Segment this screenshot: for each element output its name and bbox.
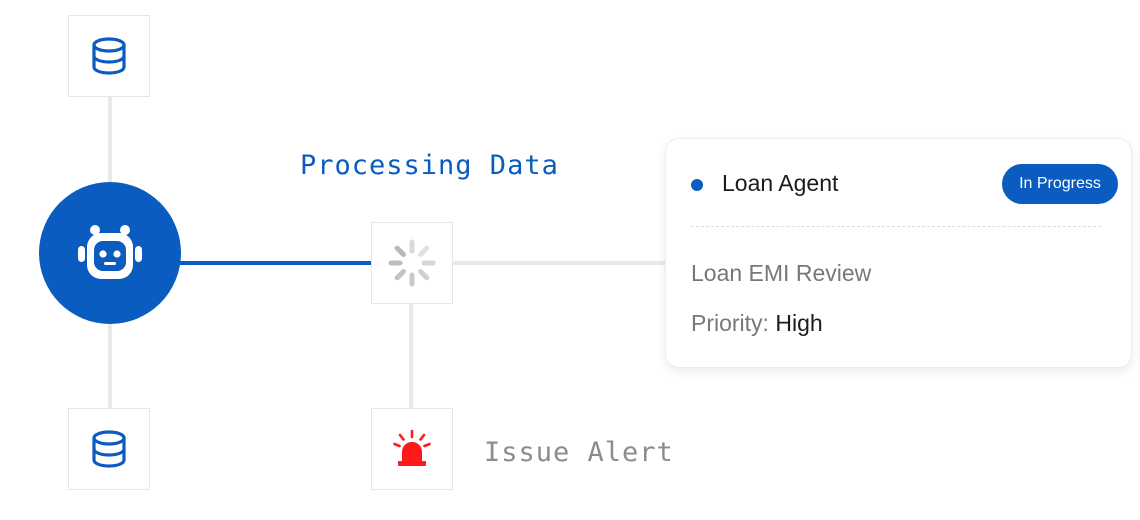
card-subtitle: Loan EMI Review — [691, 260, 872, 286]
status-badge: In Progress — [1002, 164, 1118, 204]
database-icon — [92, 430, 126, 468]
connector-processing-to-alert — [409, 304, 413, 410]
loan-agent-card[interactable]: Loan Agent In Progress Loan EMI Review P… — [665, 138, 1132, 368]
connector-agent-to-processing — [180, 261, 373, 265]
processing-data-label: Processing Data — [300, 150, 559, 181]
issue-alert-node[interactable] — [371, 408, 453, 490]
status-dot — [691, 179, 703, 191]
agent-node[interactable] — [39, 182, 181, 324]
siren-icon — [393, 429, 431, 466]
card-divider — [691, 226, 1101, 227]
robot-icon — [78, 225, 142, 279]
connector-agent-to-bottom-db — [108, 322, 112, 410]
loading-spinner-icon — [388, 239, 436, 287]
bottom-database-node[interactable] — [68, 408, 150, 490]
priority-label: Priority: — [691, 310, 769, 336]
issue-alert-label: Issue Alert — [484, 437, 674, 468]
priority-value: High — [775, 310, 823, 336]
database-icon — [92, 37, 126, 75]
processing-node[interactable] — [371, 222, 453, 304]
top-database-node[interactable] — [68, 15, 150, 97]
connector-processing-to-card — [453, 261, 667, 265]
card-priority: Priority: High — [691, 310, 823, 337]
card-title: Loan Agent — [722, 170, 839, 196]
connector-top-db-to-agent — [108, 96, 112, 184]
